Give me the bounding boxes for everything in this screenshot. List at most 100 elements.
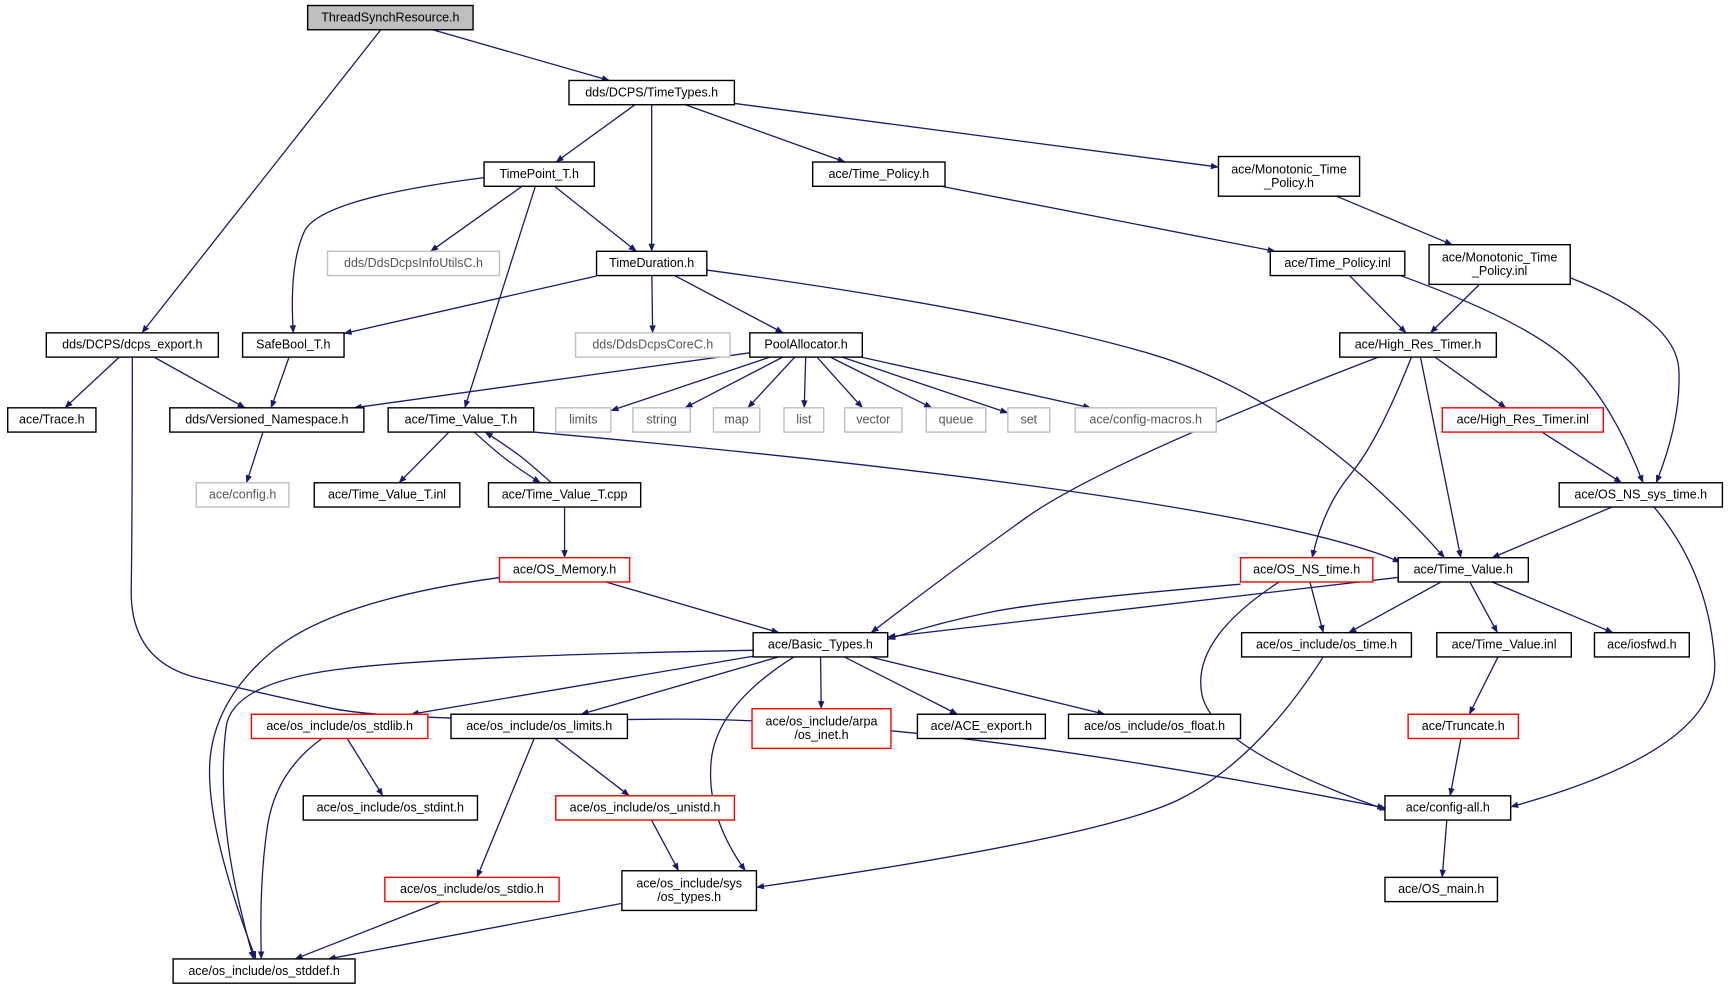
node-os-float[interactable]: ace/os_include/os_float.h bbox=[1067, 713, 1242, 740]
node-box bbox=[1217, 155, 1361, 197]
node-box bbox=[1593, 631, 1691, 658]
node-label: map bbox=[724, 413, 748, 427]
node-timevalue-t-cpp[interactable]: ace/Time_Value_T.cpp bbox=[487, 482, 642, 508]
edge-poolalloc-to-vector bbox=[816, 356, 863, 409]
node-string[interactable]: string bbox=[632, 407, 691, 433]
node-label: ace/Trace.h bbox=[19, 413, 85, 427]
node-versioned-ns[interactable]: dds/Versioned_Namespace.h bbox=[169, 407, 365, 433]
node-label: dds/DdsDcpsCoreC.h bbox=[592, 338, 713, 352]
edge-highres_inl-to-os_ns_sys_time bbox=[1541, 431, 1623, 484]
node-os-stdint[interactable]: ace/os_include/os_stdint.h bbox=[302, 795, 479, 821]
node-box bbox=[1239, 557, 1374, 583]
edge-os_memory-to-basic_types bbox=[605, 581, 780, 634]
node-safebool[interactable]: SafeBool_T.h bbox=[241, 332, 345, 358]
node-os-unistd[interactable]: ace/os_include/os_unistd.h bbox=[555, 795, 736, 821]
edge-basic_types-to-os_float bbox=[869, 656, 1106, 716]
node-highres[interactable]: ace/High_Res_Timer.h bbox=[1339, 332, 1498, 358]
node-threadsynch[interactable]: ThreadSynchResource.h bbox=[306, 4, 474, 31]
edge-os_ns_sys_time-to-config_all bbox=[1510, 506, 1716, 808]
node-time-policy-inl[interactable]: ace/Time_Policy.inl bbox=[1269, 250, 1406, 277]
node-os-main[interactable]: ace/OS_main.h bbox=[1384, 876, 1499, 903]
edge-mono_inl-to-os_ns_sys_time bbox=[1569, 277, 1680, 484]
node-os-memory[interactable]: ace/OS_Memory.h bbox=[498, 557, 631, 583]
node-os-ns-sys-time[interactable]: ace/OS_NS_sys_time.h bbox=[1558, 482, 1724, 508]
node-os-stddef[interactable]: ace/os_include/os_stddef.h bbox=[172, 958, 356, 984]
node-box bbox=[1384, 795, 1512, 821]
node-label: dds/DCPS/dcps_export.h bbox=[62, 338, 202, 352]
node-label: string bbox=[646, 413, 677, 427]
edge-time_value-to-os_time bbox=[1348, 581, 1442, 634]
node-corec[interactable]: dds/DdsDcpsCoreC.h bbox=[574, 332, 731, 358]
node-timeduration[interactable]: TimeDuration.h bbox=[595, 250, 708, 277]
node-box bbox=[925, 407, 987, 433]
node-label: ace/config-all.h bbox=[1406, 801, 1490, 815]
node-os-stdlib[interactable]: ace/os_include/os_stdlib.h bbox=[250, 713, 429, 740]
node-time-policy[interactable]: ace/Time_Policy.h bbox=[811, 161, 946, 187]
node-config-all[interactable]: ace/config-all.h bbox=[1384, 795, 1512, 821]
node-config-h[interactable]: ace/config.h bbox=[195, 482, 290, 508]
node-configmacros[interactable]: ace/config-macros.h bbox=[1074, 407, 1217, 433]
node-label: _Policy.h bbox=[1263, 176, 1314, 190]
node-label: ace/os_include/arpa bbox=[766, 715, 878, 729]
node-queue[interactable]: queue bbox=[925, 407, 987, 433]
edge-os_ns_time-to-os_time bbox=[1309, 581, 1325, 634]
node-timevalue-t-inl[interactable]: ace/Time_Value_T.inl bbox=[313, 482, 461, 508]
edge-time_value_inl-to-truncate bbox=[1468, 656, 1499, 715]
nodes-layer: ThreadSynchResource.h dds/DCPS/TimeTypes.… bbox=[7, 4, 1724, 984]
node-label: ace/os_include/os_stddef.h bbox=[188, 964, 340, 978]
node-label: dds/DCPS/TimeTypes.h bbox=[585, 85, 718, 99]
node-box bbox=[1441, 407, 1604, 433]
node-os-ns-time[interactable]: ace/OS_NS_time.h bbox=[1239, 557, 1374, 583]
node-dcps-export[interactable]: dds/DCPS/dcps_export.h bbox=[45, 332, 220, 358]
node-label: ace/os_include/os_float.h bbox=[1084, 719, 1225, 733]
edge-basic_types-to-arpa bbox=[817, 656, 825, 710]
node-timepoint[interactable]: TimePoint_T.h bbox=[483, 161, 596, 187]
edge-timeduration-to-time_value bbox=[706, 269, 1445, 559]
node-vector[interactable]: vector bbox=[843, 407, 903, 433]
node-time-value-inl[interactable]: ace/Time_Value.inl bbox=[1436, 631, 1573, 658]
edge-poolalloc-to-string bbox=[684, 356, 783, 409]
node-box bbox=[712, 407, 761, 433]
node-os-time[interactable]: ace/os_include/os_time.h bbox=[1240, 631, 1413, 658]
node-box bbox=[483, 161, 596, 187]
node-time-value[interactable]: ace/Time_Value.h bbox=[1397, 557, 1530, 583]
node-iosfwd[interactable]: ace/iosfwd.h bbox=[1593, 631, 1691, 658]
edge-timeduration-to-corec bbox=[649, 275, 656, 334]
node-map[interactable]: map bbox=[712, 407, 761, 433]
node-poolalloc[interactable]: PoolAllocator.h bbox=[749, 332, 863, 358]
edge-config_all-to-os_main bbox=[1439, 820, 1448, 878]
node-timetypes[interactable]: dds/DCPS/TimeTypes.h bbox=[568, 79, 736, 106]
node-timevalue-t[interactable]: ace/Time_Value_T.h bbox=[387, 407, 535, 433]
node-label: PoolAllocator.h bbox=[764, 338, 847, 352]
node-mono-inl[interactable]: ace/Monotonic_Time_Policy.inl bbox=[1428, 243, 1571, 286]
node-box bbox=[1240, 631, 1413, 658]
node-ace-export[interactable]: ace/ACE_export.h bbox=[916, 713, 1047, 740]
node-infoutils[interactable]: dds/DdsDcpsInfoUtilsC.h bbox=[326, 250, 501, 277]
node-label: ace/Truncate.h bbox=[1422, 719, 1505, 733]
node-label: ace/High_Res_Timer.h bbox=[1355, 338, 1482, 352]
edge-os_stdio-to-os_stddef bbox=[294, 901, 442, 960]
node-label: SafeBool_T.h bbox=[256, 338, 330, 352]
node-arpa[interactable]: ace/os_include/arpa/os_inet.h bbox=[751, 708, 892, 750]
node-label: set bbox=[1020, 413, 1037, 427]
node-box bbox=[916, 713, 1047, 740]
node-list[interactable]: list bbox=[783, 407, 825, 433]
node-trace[interactable]: ace/Trace.h bbox=[7, 407, 97, 433]
node-os-limits[interactable]: ace/os_include/os_limits.h bbox=[450, 713, 629, 740]
edge-mono_inl-to-highres bbox=[1429, 283, 1480, 334]
edge-timepoint-to-safebool bbox=[289, 176, 486, 334]
node-box bbox=[1067, 713, 1242, 740]
node-basic-types[interactable]: ace/Basic_Types.h bbox=[752, 631, 889, 658]
node-highres-inl[interactable]: ace/High_Res_Timer.inl bbox=[1441, 407, 1604, 433]
node-sys-types[interactable]: ace/os_include/sys/os_types.h bbox=[621, 870, 758, 912]
node-label: ace/os_include/os_stdio.h bbox=[400, 882, 544, 896]
node-mono-h[interactable]: ace/Monotonic_Time_Policy.h bbox=[1217, 155, 1361, 197]
node-os-stdio[interactable]: ace/os_include/os_stdio.h bbox=[384, 876, 560, 903]
node-box bbox=[783, 407, 825, 433]
node-set[interactable]: set bbox=[1007, 407, 1051, 433]
node-box bbox=[172, 958, 356, 984]
node-truncate[interactable]: ace/Truncate.h bbox=[1407, 713, 1520, 740]
edge-poolalloc-to-versioned_ns bbox=[353, 352, 750, 410]
edge-versioned_ns-to-config_h bbox=[245, 431, 264, 484]
node-limits[interactable]: limits bbox=[555, 407, 612, 433]
